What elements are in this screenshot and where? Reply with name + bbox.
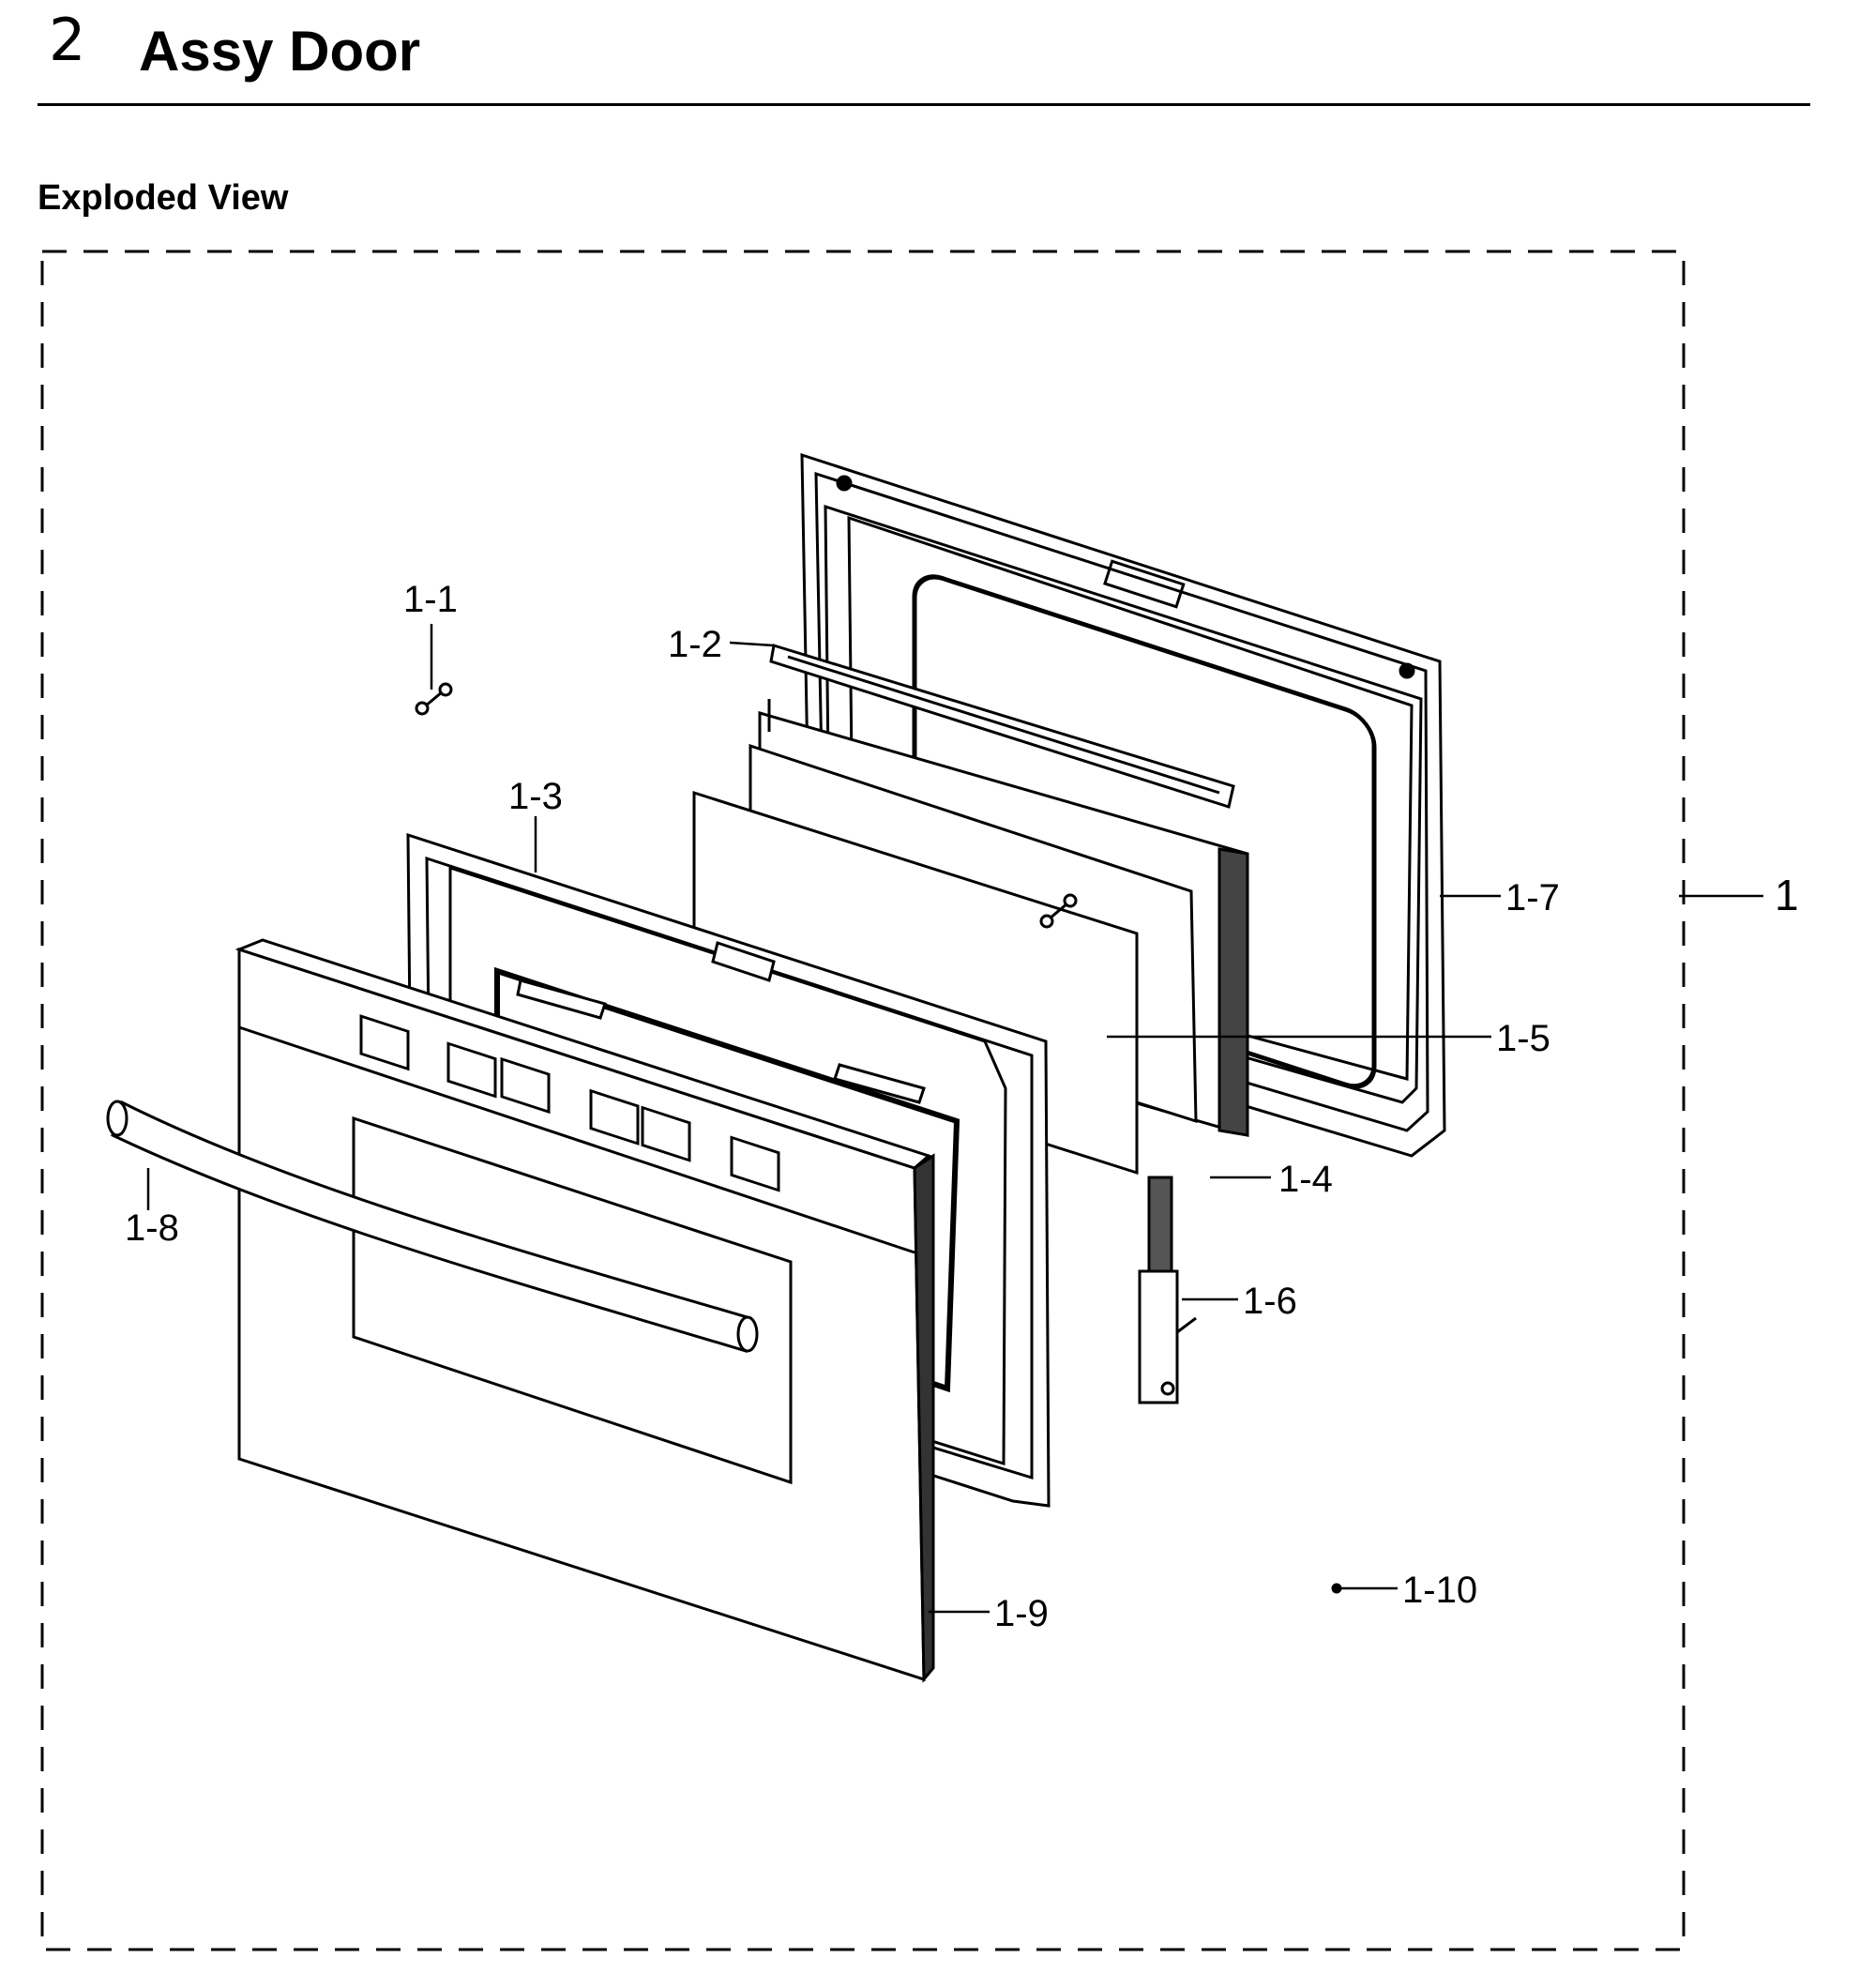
callout-1-5: 1-5 [1496,1018,1550,1059]
part-front-panel-vents [359,1014,780,1192]
callout-1: 1 [1775,871,1799,919]
leader-lines [146,624,1763,1614]
section-header [38,19,1810,106]
subheading-exploded-view: Exploded View [38,178,289,218]
section-title: Assy Door [139,20,421,83]
callout-1-10: 1-10 [1402,1570,1477,1611]
part-handle [106,1100,759,1353]
callout-1-7: 1-7 [1505,877,1560,918]
callout-1-6: 1-6 [1243,1281,1297,1322]
part-top-bracket [769,644,1235,809]
callout-1-2: 1-2 [668,624,722,665]
callout-1-1: 1-1 [403,579,458,620]
part-small-hinge-clip [1039,893,1078,929]
callout-1-9: 1-9 [994,1593,1049,1634]
part-hinge [1138,1176,1197,1404]
callout-1-3: 1-3 [508,776,563,817]
callout-1-4: 1-4 [1278,1159,1333,1200]
section-number: 2 [49,6,86,74]
callout-1-8: 1-8 [125,1207,179,1249]
leader-line-1-2 [729,641,775,647]
part-clip [415,682,453,716]
assembly-boundary [40,250,1686,1951]
